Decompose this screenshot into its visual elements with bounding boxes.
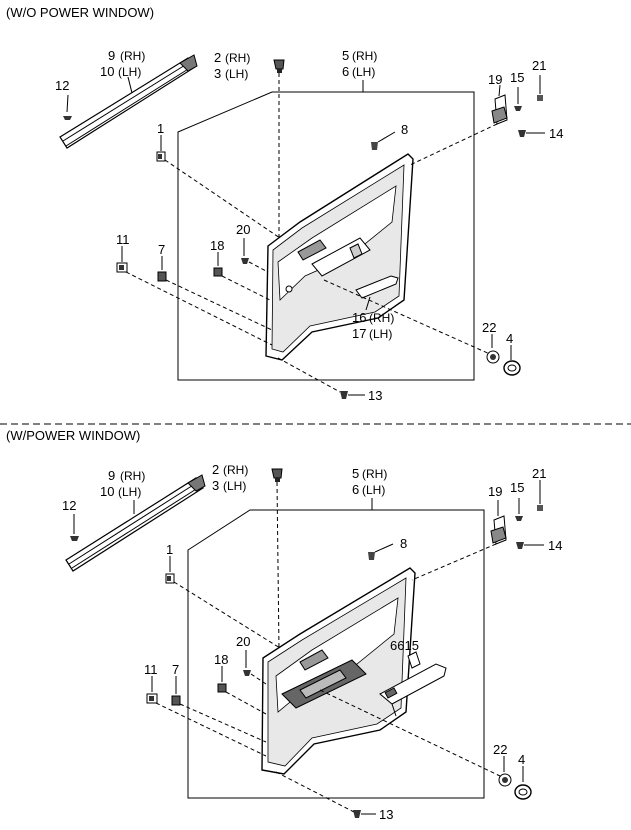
label-part-12: 12: [55, 78, 69, 93]
label-part-9-rh: (RH): [120, 49, 145, 63]
label-part-7: 7: [158, 242, 165, 257]
label-part-1: 1: [157, 121, 164, 136]
part-14-screw: [518, 130, 526, 137]
part-6615-power-window-switch-panel: [379, 651, 447, 705]
label-part-5: 5: [342, 48, 349, 63]
label-part-9-rh: (RH): [120, 469, 145, 483]
part-2-3-clip: [271, 468, 283, 482]
label-part-20: 20: [236, 222, 250, 237]
label-part-9: 9: [108, 468, 115, 483]
label-part-6: 6: [342, 64, 349, 79]
part-11-clip: [116, 262, 128, 273]
label-part-10-lh: (LH): [118, 485, 141, 499]
label-part-2-rh: (RH): [225, 51, 250, 65]
part-21-nut: [537, 95, 543, 101]
label-part-8: 8: [401, 122, 408, 137]
part-19-bracket: [491, 94, 508, 125]
part-15-screw: [514, 106, 522, 111]
section-title: (W/POWER WINDOW): [6, 428, 140, 443]
part-4-cap: [503, 360, 521, 376]
label-part-19: 19: [488, 484, 502, 499]
section-with-power-window: (W/POWER WINDOW) 9 (RH) 10 (LH) 12 2 (RH…: [6, 428, 562, 822]
label-part-18: 18: [214, 652, 228, 667]
label-part-6-lh: (LH): [352, 65, 375, 79]
label-part-15: 15: [510, 70, 524, 85]
label-part-6: 6: [352, 482, 359, 497]
part-9-10-weatherstrip: [59, 54, 198, 149]
part-21-nut: [537, 505, 543, 511]
part-11-clip: [146, 693, 158, 704]
label-part-17: 17: [352, 326, 366, 341]
label-part-2: 2: [214, 50, 221, 65]
label-part-16-rh: (RH): [369, 311, 394, 325]
part-9-10-weatherstrip: [65, 474, 206, 572]
label-part-15: 15: [510, 480, 524, 495]
part-2-3-clip: [273, 59, 285, 73]
part-13-screw: [353, 810, 361, 818]
label-part-8: 8: [400, 536, 407, 551]
part-12-screw: [70, 536, 79, 541]
label-part-5: 5: [352, 466, 359, 481]
part-18-clip: [213, 267, 223, 277]
label-part-16: 16: [352, 310, 366, 325]
part-1-clip: [165, 573, 175, 584]
label-part-3-lh: (LH): [225, 67, 248, 81]
part-15-screw: [515, 516, 523, 521]
label-part-14: 14: [549, 126, 563, 141]
label-part-5-rh: (RH): [352, 49, 377, 63]
part-20-screw: [241, 258, 249, 264]
label-part-13: 13: [368, 388, 382, 403]
part-20-screw: [243, 670, 251, 676]
part-14-screw: [516, 542, 524, 549]
label-part-4: 4: [518, 752, 525, 767]
part-18-clip: [217, 683, 227, 693]
label-part-22: 22: [493, 742, 507, 757]
label-part-2: 2: [212, 462, 219, 477]
label-part-21: 21: [532, 466, 546, 481]
label-part-13: 13: [379, 807, 393, 822]
label-part-12: 12: [62, 498, 76, 513]
section-without-power-window: (W/O POWER WINDOW) 9 (RH) 10 (LH) 12 2 (…: [6, 5, 563, 403]
label-part-6615: 6615: [390, 638, 419, 653]
part-8-clip: [371, 142, 378, 150]
label-part-1: 1: [166, 542, 173, 557]
label-part-3-lh: (LH): [223, 479, 246, 493]
part-1-clip: [156, 151, 166, 162]
label-part-10-lh: (LH): [118, 65, 141, 79]
label-part-22: 22: [482, 320, 496, 335]
label-part-17-lh: (LH): [369, 327, 392, 341]
label-part-18: 18: [210, 238, 224, 253]
section-title: (W/O POWER WINDOW): [6, 5, 154, 20]
part-5-6-door-trim-panel: [265, 153, 414, 361]
part-4-cap: [514, 784, 532, 800]
label-part-5-rh: (RH): [362, 467, 387, 481]
label-part-10: 10: [100, 484, 114, 499]
label-part-6-lh: (LH): [362, 483, 385, 497]
part-22-grommet: [498, 773, 512, 787]
label-part-11: 11: [144, 662, 158, 677]
part-7-clip: [157, 271, 167, 282]
part-16-17-handle: [355, 275, 399, 299]
label-part-3: 3: [214, 66, 221, 81]
part-22-grommet: [486, 350, 500, 364]
label-part-10: 10: [100, 64, 114, 79]
part-13-screw: [340, 391, 348, 399]
label-part-20: 20: [236, 634, 250, 649]
part-7-clip: [171, 695, 181, 706]
label-part-9: 9: [108, 48, 115, 63]
part-19-bracket: [490, 515, 507, 545]
label-part-19: 19: [488, 72, 502, 87]
label-part-3: 3: [212, 478, 219, 493]
part-8-clip: [368, 552, 375, 560]
label-part-21: 21: [532, 58, 546, 73]
part-5-6-door-trim-panel: [261, 567, 416, 775]
label-part-11: 11: [116, 232, 130, 247]
label-part-2-rh: (RH): [223, 463, 248, 477]
label-part-4: 4: [506, 331, 513, 346]
label-part-7: 7: [172, 662, 179, 677]
label-part-14: 14: [548, 538, 562, 553]
part-12-screw: [63, 116, 72, 120]
